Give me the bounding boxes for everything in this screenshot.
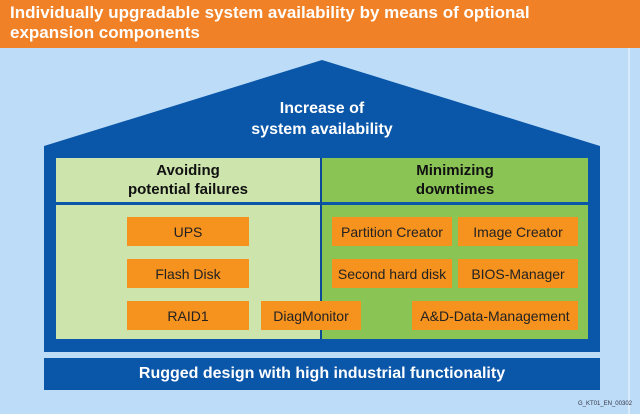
component-raid1: RAID1 (127, 301, 249, 330)
component-ups: UPS (127, 217, 249, 246)
component-bios-manager: BIOS-Manager (458, 259, 578, 288)
column-header-minimizing: Minimizing downtimes (322, 158, 588, 202)
column-header-avoiding: Avoiding potential failures (56, 158, 320, 202)
roof-title: Increase of system availability (200, 98, 444, 140)
title-banner: Individually upgradable system availabil… (0, 0, 640, 48)
component-flash-disk: Flash Disk (127, 259, 249, 288)
component-partition-creator: Partition Creator (332, 217, 452, 246)
foundation-label: Rugged design with high industrial funct… (138, 365, 506, 382)
component-diagmonitor: DiagMonitor (261, 301, 361, 330)
foundation-bar: Rugged design with high industrial funct… (44, 358, 600, 390)
figure-code: G_KT01_EN_00302 (577, 401, 632, 407)
roof-title-line2: system availability (251, 121, 393, 138)
column-heading-line1: Avoiding (156, 162, 220, 179)
component-second-hard-disk: Second hard disk (332, 259, 452, 288)
column-heading-line2: downtimes (415, 181, 495, 198)
banner-title: Individually upgradable system availabil… (10, 3, 530, 42)
roof-title-line1: Increase of (279, 100, 365, 117)
component-ad-data-management: A&D-Data-Management (412, 301, 578, 330)
column-heading-line1: Minimizing (416, 162, 494, 179)
column-heading-line2: potential failures (127, 181, 249, 198)
component-image-creator: Image Creator (458, 217, 578, 246)
